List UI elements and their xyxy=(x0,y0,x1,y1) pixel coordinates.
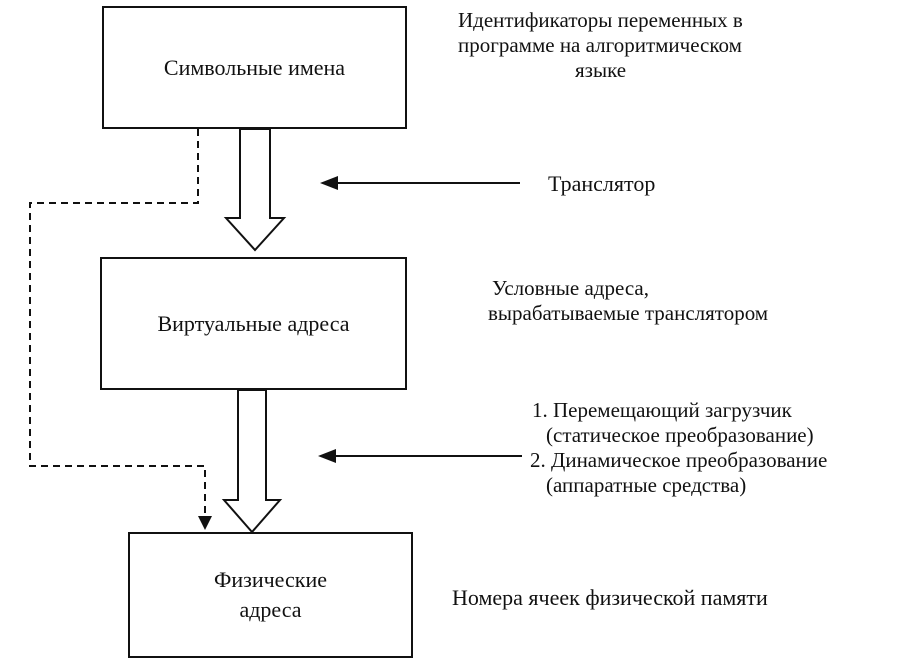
loader-note-line1: 1. Перемещающий загрузчик xyxy=(532,398,792,422)
dashed-bypass-line xyxy=(29,129,206,518)
translator-arrow-head xyxy=(320,176,338,190)
translator-note: Транслятор xyxy=(548,171,656,196)
conditional-note-line2: вырабатываемые транслятором xyxy=(488,301,769,325)
physical-addresses-label-line2: адреса xyxy=(239,597,302,622)
virtual-addresses-label: Виртуальные адреса xyxy=(157,310,350,336)
loader-note-line3: 2. Динамическое преобразование xyxy=(530,448,828,472)
hollow-arrow-loading xyxy=(221,389,283,534)
loader-arrow-head xyxy=(318,449,336,463)
virtual-addresses-box: Виртуальные адреса xyxy=(100,257,407,390)
physical-addresses-box: Физические адреса xyxy=(128,532,413,658)
hollow-arrow-translation xyxy=(223,128,287,252)
identifiers-note-line3: языке xyxy=(575,58,627,82)
physical-addresses-label-line1: Физические xyxy=(214,567,327,592)
identifiers-note: Идентификаторы переменных в программе на… xyxy=(458,8,743,83)
loader-note-line4: (аппаратные средства) xyxy=(546,473,747,497)
loader-methods-note: 1. Перемещающий загрузчик (статическое п… xyxy=(530,398,827,498)
loader-note-line2: (статическое преобразование) xyxy=(546,423,814,447)
identifiers-note-line2: программе на алгоритмическом xyxy=(458,33,742,57)
dashed-arrow-head xyxy=(198,516,212,530)
conditional-addresses-note: Условные адреса, вырабатываемые транслят… xyxy=(488,276,768,326)
conditional-note-line1: Условные адреса, xyxy=(492,276,649,300)
symbolic-names-label: Символьные имена xyxy=(163,54,346,80)
symbolic-names-box: Символьные имена xyxy=(102,6,407,129)
identifiers-note-line1: Идентификаторы переменных в xyxy=(458,8,743,32)
memory-cells-note: Номера ячеек физической памяти xyxy=(452,585,768,610)
